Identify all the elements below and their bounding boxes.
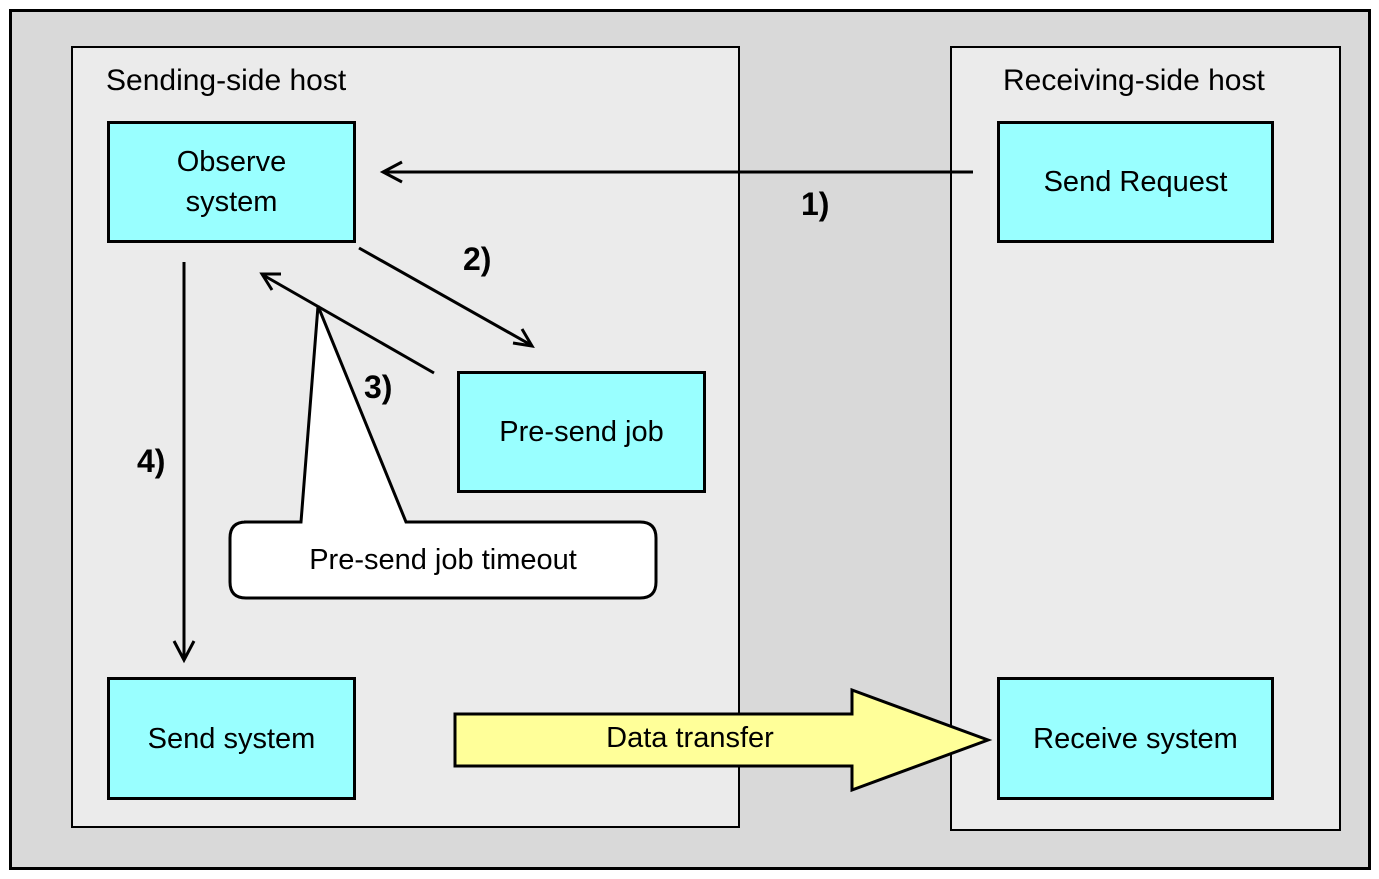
arrow-step-4 xyxy=(172,262,196,664)
step-3-label: 3) xyxy=(364,369,393,405)
receive-system-label: Receive system xyxy=(1033,722,1238,755)
step-4-label: 4) xyxy=(137,443,166,479)
arrow-step-1 xyxy=(379,160,973,184)
sending-host-title: Sending-side host xyxy=(106,64,347,97)
pre-send-job-label: Pre-send job xyxy=(499,416,664,448)
step-1-label: 1) xyxy=(801,186,830,222)
send-request-box: Send Request xyxy=(997,121,1274,243)
send-system-label: Send system xyxy=(147,722,316,755)
observe-system-label: Observe system xyxy=(176,146,287,218)
arrow-step-3 xyxy=(259,272,435,375)
timeout-callout-label: Pre-send job timeout xyxy=(309,543,577,576)
timeout-callout-shape xyxy=(228,305,658,600)
data-transfer-label: Data transfer xyxy=(606,722,774,754)
send-request-label: Send Request xyxy=(1043,166,1228,198)
data-transfer-arrow xyxy=(453,687,993,793)
arrow-step-2 xyxy=(358,246,535,348)
receive-system-box: Receive system xyxy=(997,677,1274,800)
step-2-label: 2) xyxy=(463,241,492,277)
send-system-box: Send system xyxy=(107,677,356,800)
pre-send-job-box: Pre-send job xyxy=(457,371,706,493)
receiving-host-title: Receiving-side host xyxy=(1003,64,1265,97)
observe-system-box: Observe system xyxy=(107,121,356,243)
